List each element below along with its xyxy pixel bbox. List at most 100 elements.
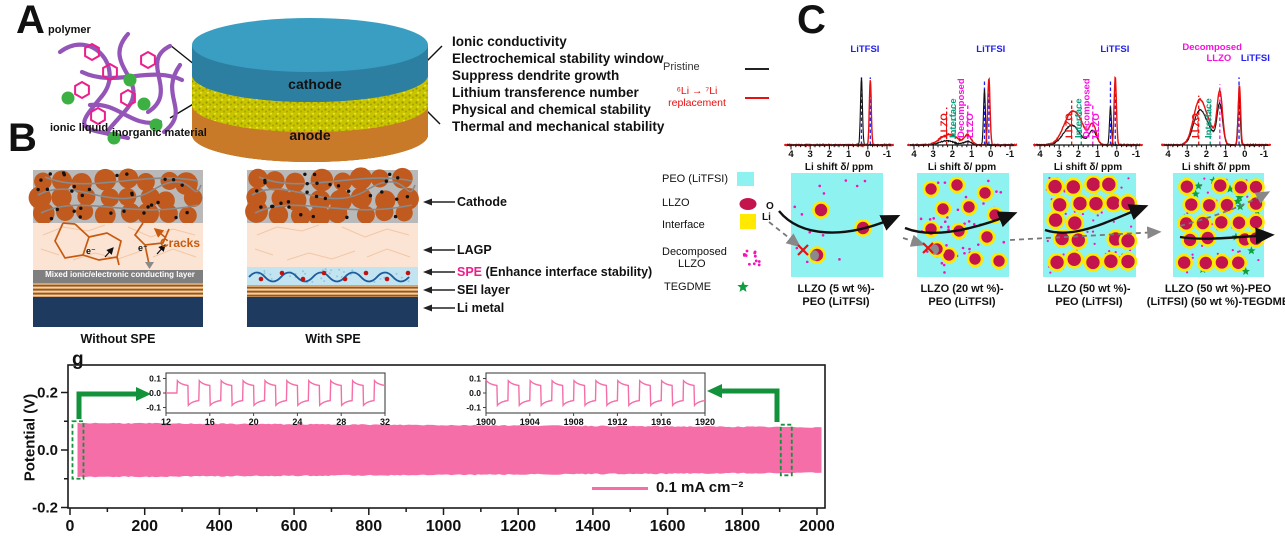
nmr-tick-label: 2: [1204, 149, 1209, 160]
cathode-particle: [136, 173, 155, 192]
binder-strand: [254, 204, 413, 214]
spe-texture-dot: [263, 272, 266, 275]
spe-texture-dot: [324, 268, 327, 271]
spe-texture-dot: [336, 275, 339, 278]
carbon-dot: [388, 172, 392, 177]
li-blocked-path: [902, 234, 926, 247]
inorganic-particle: [123, 73, 137, 87]
llzo-particle: [1046, 210, 1065, 230]
decomposed-dot: [1216, 252, 1219, 255]
cracks-label: Cracks: [160, 236, 201, 250]
carbon-dot: [163, 177, 167, 181]
carbon-dot: [312, 172, 317, 177]
inset-waveform: [166, 378, 386, 407]
nmr-tick-label: 0: [1114, 149, 1119, 160]
cracks-pointer-arrow: [153, 227, 167, 239]
decomposed-dot: [939, 225, 943, 229]
property-item-4: Physical and chemical stability: [452, 102, 651, 117]
carbon-dot: [180, 183, 184, 187]
li-open-path: [1179, 191, 1271, 227]
panel-a-graphic: [57, 18, 443, 162]
inset-x-tick-label: 16: [205, 417, 215, 427]
spe-texture-dot: [395, 272, 398, 275]
llzo-particle: [1047, 253, 1067, 272]
decomposed-dot: [1246, 195, 1249, 198]
spe-texture-dot: [320, 277, 323, 280]
blocked-x-icon: [922, 242, 934, 254]
decomposed-dot: [995, 190, 998, 193]
tegdme-swatch-star: [1247, 246, 1256, 255]
decomposed-dot: [956, 208, 960, 212]
decomposed-dot: [1062, 253, 1065, 256]
nmr-annotation: LLZO: [1190, 113, 1201, 138]
carbon-dot: [323, 196, 328, 201]
decomposed-dot: [1191, 256, 1194, 259]
llzo-particle: [1211, 176, 1230, 195]
decomposed-swatch-dot: [752, 262, 756, 266]
decomposed-dot: [1203, 177, 1206, 180]
nmr-tick-label: 3: [1057, 149, 1062, 160]
spe-li-particle: [321, 270, 327, 276]
grain-boundary: [366, 248, 411, 258]
nmr-axis-title: Li shift δ/ ppm: [928, 162, 996, 173]
nmr-tick-label: 0: [1242, 149, 1247, 160]
panel-g-letter: g: [72, 349, 84, 370]
cathode-particle: [265, 171, 285, 191]
cathode-particle: [118, 168, 139, 189]
decomposed-dot: [821, 233, 825, 237]
decomposed-dot: [1114, 250, 1117, 254]
blocked-x-icon: [797, 244, 809, 256]
carbon-dot: [346, 189, 351, 193]
cycling-legend-swatch: [592, 487, 648, 490]
spe-texture-dot: [379, 277, 382, 280]
carbon-dot: [259, 205, 263, 209]
cathode-particle: [94, 204, 116, 226]
spe-texture-dot: [269, 273, 272, 276]
schematic-llzo-5: [791, 173, 883, 277]
li-partial-path: [1009, 226, 1162, 241]
decomposed-dot: [1092, 219, 1095, 222]
inset-y-tick-label: 0.0: [469, 388, 481, 398]
y-tick-label: 0.2: [37, 385, 58, 402]
llzo-particle: [1086, 194, 1106, 213]
llzo-particle: [1177, 214, 1195, 233]
carbon-dot: [271, 204, 275, 209]
decomposed-dot: [838, 258, 841, 261]
llzo-particle: [1178, 177, 1196, 196]
replacement-line-swatch: [745, 97, 769, 99]
property-item-5: Thermal and mechanical stability: [452, 119, 665, 134]
spe-rest: (Enhance interface stability): [482, 265, 653, 279]
li-metal-layer: [33, 297, 203, 327]
inset-arrow-right: [722, 388, 780, 422]
nmr-tick-label: 1: [969, 149, 975, 160]
nmr-tick-label: 2: [827, 149, 832, 160]
nmr-annotation: Decomposed: [1182, 42, 1242, 53]
inset-y-tick-label: 0.0: [149, 388, 161, 398]
cathode-particle: [183, 188, 203, 208]
llzo-particle: [1083, 253, 1103, 272]
x-tick-label: 1200: [500, 518, 536, 535]
llzo-particle: [812, 201, 830, 219]
lithium-path-label: Li: [762, 212, 771, 223]
carbon-dot: [115, 173, 119, 178]
carbon-dot: [384, 179, 389, 183]
annotation-lagp: LAGP: [457, 243, 492, 257]
decomposed-dot: [1049, 271, 1052, 274]
nmr-trace-replaced: [784, 80, 895, 148]
cathode-particle: [51, 170, 72, 191]
nmr-tick-label: 3: [1185, 149, 1190, 160]
cathode-particle: [94, 168, 117, 191]
electron-label-1: e⁻: [86, 246, 96, 256]
nmr-annotation: Interface: [1204, 98, 1215, 138]
schematic-llzo-20: [917, 173, 1009, 277]
llzo-particle: [934, 200, 952, 218]
nmr-tick-label: 0: [865, 149, 870, 160]
decomposed-dot: [1186, 271, 1189, 274]
inset-x-tick-label: 28: [336, 417, 346, 427]
llzo-particle: [1181, 231, 1199, 249]
legend-decomposed-2: LLZO: [678, 258, 706, 270]
carbon-dot: [45, 187, 50, 192]
inset-x-tick-label: 20: [249, 417, 259, 427]
